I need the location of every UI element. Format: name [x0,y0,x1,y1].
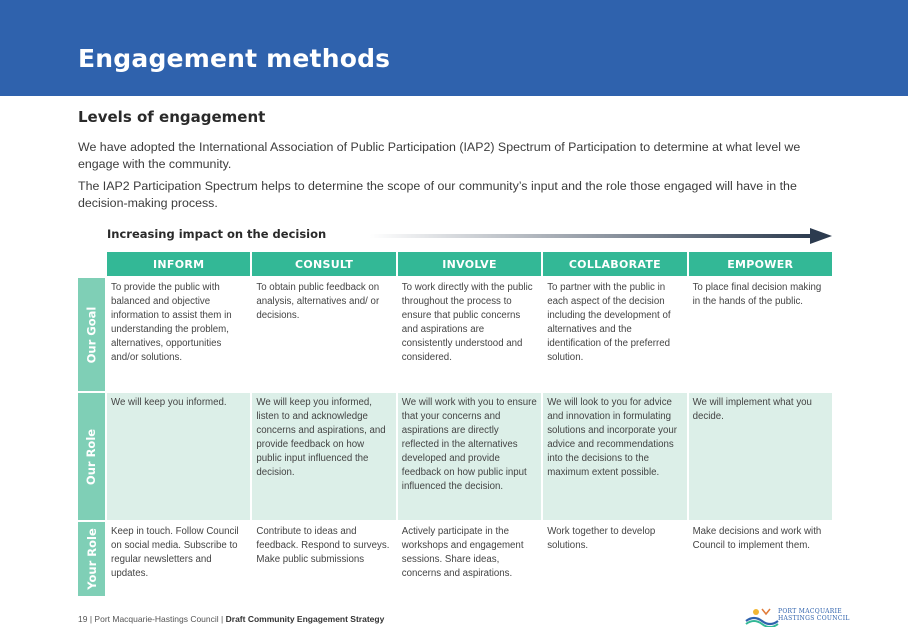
table-cell: To obtain public feedback on analysis, a… [256,282,380,321]
footer-org: Port Macquarie-Hastings Council [94,614,219,624]
table-cell: To provide the public with balanced and … [111,282,232,363]
logo-line-2: HASTINGS COUNCIL [778,615,850,622]
table-cell: Work together to develop solutions. [547,526,656,551]
table-cell: Keep in touch. Follow Council on social … [111,526,239,579]
page-header: Engagement methods [0,0,908,96]
impact-label: Increasing impact on the decision [107,227,327,241]
page-title: Engagement methods [78,44,391,73]
table-cell: We will implement what you decide. [688,393,832,520]
footer-doc-title: Draft Community Engagement Strategy [225,614,385,624]
logo-wordmark: PORT MACQUARIE HASTINGS COUNCIL [778,608,850,622]
column-header-empower: EMPOWER [688,252,832,276]
row-header-our-role: Our Role [78,393,105,520]
table-cell: We will look to you for advice and innov… [543,393,687,520]
table-cell: To place final decision making in the ha… [692,282,822,307]
impact-arrow-icon [370,228,832,244]
table-cell: We will work with you to ensure that you… [397,393,542,520]
table-cell: To work directly with the public through… [401,282,533,363]
footer-separator: | [221,614,226,624]
iap2-spectrum-table: INFORM CONSULT INVOLVE COLLABORATE EMPOW… [78,252,832,596]
table-cell: Actively participate in the workshops an… [401,526,524,579]
row-label: Your Role [84,528,99,590]
row-label: Our Goal [84,306,99,363]
column-header-consult: CONSULT [252,252,396,276]
footer-separator: | [89,614,95,624]
table-cell: We will keep you informed. [107,393,251,520]
table-corner [78,252,105,276]
column-header-inform: INFORM [107,252,251,276]
intro-paragraph-1: We have adopted the International Associ… [78,140,801,171]
page-number: 19 [78,614,88,624]
row-header-your-role: Your Role [78,522,105,596]
table-cell: Contribute to ideas and feedback. Respon… [256,526,390,565]
table-cell: We will keep you informed, listen to and… [252,393,396,520]
page-footer: 19 | Port Macquarie-Hastings Council | D… [78,614,384,624]
section-title: Levels of engagement [78,108,266,126]
row-label: Our Role [84,428,99,485]
row-header-our-goal: Our Goal [78,278,105,391]
council-logo-icon [745,608,779,627]
logo-line-1: PORT MACQUARIE [778,608,842,615]
column-header-involve: INVOLVE [397,252,542,276]
table-cell: To partner with the public in each aspec… [547,282,671,363]
table-cell: Make decisions and work with Council to … [692,526,822,551]
column-header-collaborate: COLLABORATE [543,252,687,276]
intro-paragraph-2: The IAP2 Participation Spectrum helps to… [78,179,797,210]
